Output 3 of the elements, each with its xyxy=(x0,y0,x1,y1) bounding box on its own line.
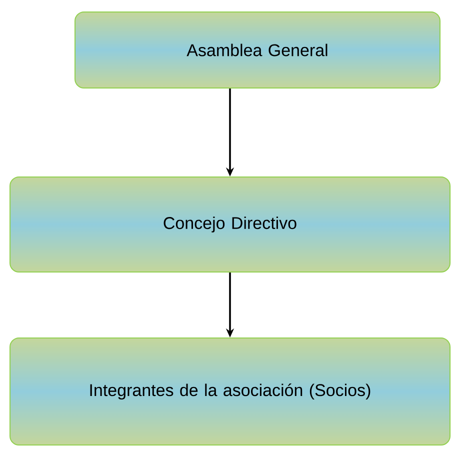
process-box: Asamblea General xyxy=(74,12,440,88)
process-box: Concejo Directivo xyxy=(10,176,450,272)
process-box: Integrantes de la asociación (Socios) xyxy=(10,338,450,446)
